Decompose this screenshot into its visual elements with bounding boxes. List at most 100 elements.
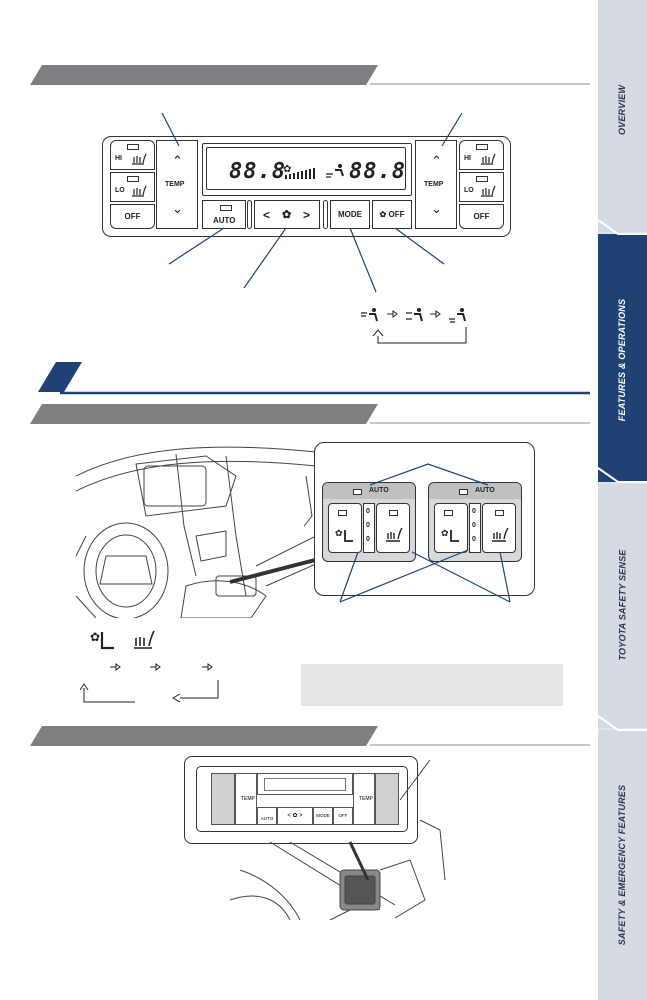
mode-sequence-diagram [361, 308, 467, 344]
fan-icon: ✿ [282, 209, 292, 221]
auto-label: AUTO [260, 816, 274, 821]
rear-left-temp-control[interactable]: TEMP [235, 773, 257, 825]
auto-label[interactable]: AUTO [475, 487, 495, 494]
seat-ventilation-icon: ✿ [441, 528, 459, 542]
left-seat-hi-button[interactable]: HI [110, 140, 155, 170]
indicator-led [127, 176, 139, 182]
rear-display [257, 773, 353, 795]
seat-heater-icon [132, 185, 147, 197]
left-seat-lo-button[interactable]: LO [110, 172, 155, 202]
seat-callout-lines [339, 463, 511, 603]
right-seat-lo-button[interactable]: LO [459, 172, 504, 202]
rear-mode-button[interactable]: MODE [313, 807, 333, 825]
temp-label: TEMP [165, 181, 185, 188]
tab-safety-emergency[interactable] [598, 730, 647, 1000]
pointer-line [229, 558, 316, 584]
indicator-led [353, 489, 362, 495]
off-label: OFF [473, 212, 490, 221]
auto-label[interactable]: AUTO [369, 487, 389, 494]
cycle-return-arrow-icon [377, 327, 467, 344]
indicator-led [476, 144, 488, 150]
off-label: OFF [388, 210, 405, 219]
right-seat-climate-panel: AUTO ✿ 0 0 0 [428, 482, 522, 562]
right-seat-hi-button[interactable]: HI [459, 140, 504, 170]
rear-right-seat-buttons[interactable] [375, 773, 399, 825]
temp-down-icon[interactable]: ⌄ [172, 201, 183, 216]
display-inner [206, 147, 406, 190]
rear-fan-off-button[interactable]: OFF [333, 807, 353, 825]
seat-ventilation-icon: ✿ [90, 630, 114, 650]
tab-features-operations[interactable] [598, 234, 647, 482]
callout-lines [161, 112, 463, 293]
fan-speed-control[interactable]: < ✿ > [254, 200, 320, 229]
fan-icon: ✿ [379, 210, 389, 219]
section-header-bar-2 [30, 404, 590, 424]
separator [247, 200, 252, 229]
separator [323, 200, 328, 229]
rear-left-seat-buttons[interactable] [211, 773, 235, 825]
climate-display: 88.8 ✿ 88.8 [202, 143, 412, 196]
indicator-led [220, 205, 232, 211]
section-header-bar-1 [30, 65, 590, 85]
tab-label-features: FEATURES & OPERATIONS [617, 298, 628, 422]
lo-label: LO [464, 187, 474, 194]
tab-label-tss: TOYOTA SAFETY SENSE [617, 549, 628, 661]
mode-label: MODE [338, 210, 362, 219]
auto-label: AUTO [213, 216, 236, 225]
left-temp-control[interactable]: ⌃ TEMP ⌄ [156, 140, 198, 229]
indicator-led [444, 510, 453, 516]
seat-ventilation-button[interactable]: ✿ [434, 503, 468, 553]
fan-off-button[interactable]: ✿ OFF [372, 200, 412, 229]
tab-overview[interactable] [598, 0, 647, 232]
temp-label: TEMP [241, 796, 255, 802]
rear-auto-button[interactable]: AUTO [257, 807, 277, 825]
seat-heater-button[interactable] [376, 503, 410, 553]
seat-icon-legend: ✿ [90, 630, 155, 650]
temp-label: TEMP [424, 181, 444, 188]
temp-up-icon[interactable]: ⌃ [172, 153, 183, 168]
off-label: OFF [124, 212, 141, 221]
fan-decrease-icon[interactable]: < [263, 208, 271, 222]
seat-heater-icon [132, 153, 147, 165]
mode-label: MODE [316, 813, 330, 818]
svg-text:✿: ✿ [441, 528, 449, 538]
seat-heater-icon [481, 185, 496, 197]
seat-ventilation-icon: ✿ [335, 528, 353, 542]
seat-heater-icon [492, 527, 509, 542]
left-seat-climate-panel: AUTO ✿ 0 0 0 [322, 482, 416, 562]
indicator-led [495, 510, 504, 516]
left-seat-off-button[interactable]: OFF [110, 204, 155, 229]
fan-increase-icon[interactable]: > [303, 208, 311, 222]
right-temp-control[interactable]: ⌃ TEMP ⌄ [415, 140, 457, 229]
arrow-right-icon [430, 310, 441, 318]
indicator-led [127, 144, 139, 150]
temp-down-icon[interactable]: ⌄ [431, 201, 442, 216]
rear-climate-panel: TEMP AUTO < ✿ > MODE OFF TEMP [196, 766, 408, 832]
seat-heater-icon [481, 153, 496, 165]
section-header-bar-3 [30, 726, 590, 746]
right-seat-off-button[interactable]: OFF [459, 204, 504, 229]
airflow-floor-icon [449, 308, 466, 323]
hi-label: HI [464, 155, 471, 162]
temp-up-icon[interactable]: ⌃ [431, 153, 442, 168]
seat-level-indicator: 0 0 0 [363, 503, 375, 553]
off-label: OFF [338, 813, 348, 818]
tab-toyota-safety-sense[interactable] [598, 484, 647, 728]
svg-text:✿: ✿ [335, 528, 343, 538]
indicator-led [476, 176, 488, 182]
tab-label-safety: SAFETY & EMERGENCY FEATURES [617, 784, 628, 946]
rear-fan-control[interactable]: < ✿ > [277, 807, 313, 825]
arrow-right-icon [150, 663, 161, 671]
fan-speed-indicator: ✿ [283, 164, 315, 179]
seat-heater-button[interactable] [482, 503, 516, 553]
tab-label-overview: OVERVIEW [617, 84, 628, 136]
temp-label: TEMP [359, 796, 373, 802]
rear-console-illustration [230, 760, 446, 920]
airflow-bilevel-icon [406, 308, 423, 322]
seat-ventilation-button[interactable]: ✿ [328, 503, 362, 553]
seat-heater-icon [134, 630, 155, 649]
right-temp-readout: 88.8 [349, 159, 406, 184]
lo-label: LO [115, 187, 125, 194]
indicator-led [389, 510, 398, 516]
rear-right-temp-control[interactable]: TEMP [353, 773, 375, 825]
